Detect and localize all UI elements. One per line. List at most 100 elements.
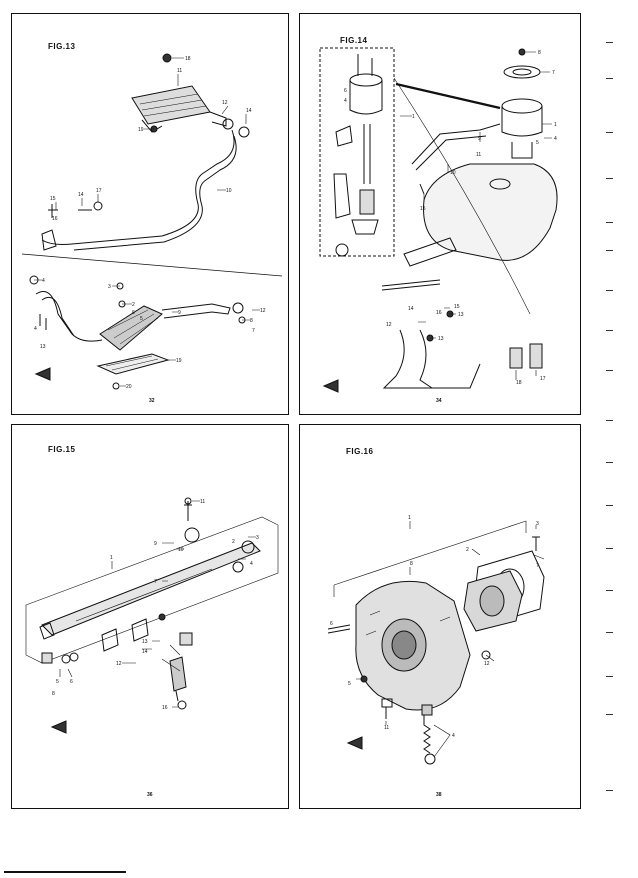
svg-text:15: 15: [50, 196, 56, 202]
svg-text:5: 5: [536, 140, 539, 146]
figure-16-page-number: 38: [436, 792, 442, 798]
edge-mark: [606, 676, 613, 678]
edge-mark: [606, 790, 613, 792]
svg-text:2: 2: [466, 547, 469, 553]
svg-text:17: 17: [96, 188, 102, 194]
svg-text:6: 6: [132, 310, 135, 316]
svg-text:15: 15: [454, 304, 460, 310]
svg-text:12: 12: [222, 100, 228, 106]
edge-mark: [606, 632, 613, 634]
figure-15-title: FIG.15: [48, 445, 76, 454]
figure-15-panel: FIG.15: [11, 424, 289, 809]
edge-mark: [606, 370, 613, 372]
svg-text:4: 4: [250, 561, 253, 567]
svg-text:4: 4: [344, 98, 347, 104]
figure-13-panel: FIG.13: [11, 13, 289, 415]
svg-text:3: 3: [108, 284, 111, 290]
svg-text:10: 10: [226, 188, 232, 194]
svg-text:1: 1: [110, 555, 113, 561]
svg-text:9: 9: [178, 310, 181, 316]
svg-text:14: 14: [408, 306, 414, 312]
figure-14-title: FIG.14: [340, 36, 368, 45]
svg-text:6: 6: [344, 88, 347, 94]
svg-text:13: 13: [40, 344, 46, 350]
svg-text:16: 16: [52, 216, 58, 222]
svg-text:7: 7: [154, 579, 157, 585]
svg-text:16: 16: [162, 705, 168, 711]
figure-14-page-number: 34: [436, 398, 442, 404]
svg-text:1: 1: [408, 515, 411, 521]
svg-text:18: 18: [185, 56, 191, 62]
svg-text:8: 8: [52, 691, 55, 697]
svg-text:10: 10: [178, 547, 184, 553]
svg-text:1: 1: [554, 122, 557, 128]
svg-text:4: 4: [452, 733, 455, 739]
edge-mark: [606, 505, 613, 507]
edge-mark: [606, 250, 613, 252]
figure-13-page-number: 32: [149, 398, 155, 404]
svg-text:11: 11: [384, 725, 389, 731]
bottom-rule-line: [4, 871, 126, 873]
figure-16-title: FIG.16: [346, 447, 374, 456]
svg-text:1: 1: [412, 114, 415, 120]
svg-text:8: 8: [250, 318, 253, 324]
svg-text:7: 7: [552, 70, 555, 76]
svg-text:9: 9: [154, 541, 157, 547]
edge-mark: [606, 42, 613, 44]
svg-text:14: 14: [246, 108, 252, 114]
svg-text:2: 2: [132, 302, 135, 308]
svg-text:14: 14: [78, 192, 84, 198]
engine-housing-diagram: 1 3 2 7 12 4 11 5 6 8: [327, 515, 545, 765]
edge-mark: [606, 290, 613, 292]
svg-text:10: 10: [450, 170, 456, 176]
edge-mark: [606, 222, 613, 224]
svg-text:5: 5: [348, 681, 351, 687]
svg-text:12: 12: [386, 322, 392, 328]
edge-mark: [606, 420, 613, 422]
svg-text:13: 13: [458, 312, 464, 318]
svg-text:11: 11: [200, 499, 205, 505]
svg-text:20: 20: [126, 384, 132, 390]
svg-text:8: 8: [538, 50, 541, 56]
svg-text:13: 13: [142, 639, 148, 645]
svg-text:16: 16: [436, 310, 442, 316]
svg-text:12: 12: [116, 661, 122, 667]
svg-text:5: 5: [140, 316, 143, 322]
svg-text:15: 15: [420, 206, 426, 212]
svg-text:17: 17: [540, 376, 546, 382]
figure-13-title: FIG.13: [48, 42, 76, 51]
edge-mark: [606, 462, 613, 464]
figure-14-panel: FIG.14: [299, 13, 581, 415]
figure-15-page-number: 36: [147, 792, 153, 798]
svg-text:14: 14: [142, 649, 148, 655]
svg-text:4: 4: [34, 326, 37, 332]
svg-text:11: 11: [177, 68, 182, 74]
svg-text:8: 8: [410, 561, 413, 567]
svg-text:6: 6: [70, 679, 73, 685]
edge-mark: [606, 548, 613, 550]
svg-text:9: 9: [478, 136, 481, 142]
svg-text:19: 19: [176, 358, 182, 364]
svg-text:12: 12: [484, 661, 490, 667]
svg-text:3: 3: [536, 521, 539, 527]
edge-mark: [606, 714, 613, 716]
edge-mark: [606, 330, 613, 332]
svg-text:19: 19: [138, 127, 144, 133]
svg-text:7: 7: [536, 563, 539, 569]
svg-text:18: 18: [516, 380, 522, 386]
svg-text:6: 6: [330, 621, 333, 627]
edge-mark: [606, 178, 613, 180]
edge-mark: [606, 132, 613, 134]
svg-text:3: 3: [256, 535, 259, 541]
svg-text:7: 7: [252, 328, 255, 334]
fuel-injection-diagram: 11 9 10 2 3 4 1 7 5 6 8 13 14 12 16: [25, 497, 279, 734]
svg-text:2: 2: [232, 539, 235, 545]
svg-text:4: 4: [42, 278, 45, 284]
svg-text:12: 12: [260, 308, 266, 314]
svg-text:5: 5: [56, 679, 59, 685]
edge-mark: [606, 78, 613, 80]
figure-16-panel: FIG.16: [299, 424, 581, 809]
svg-text:4: 4: [554, 136, 557, 142]
